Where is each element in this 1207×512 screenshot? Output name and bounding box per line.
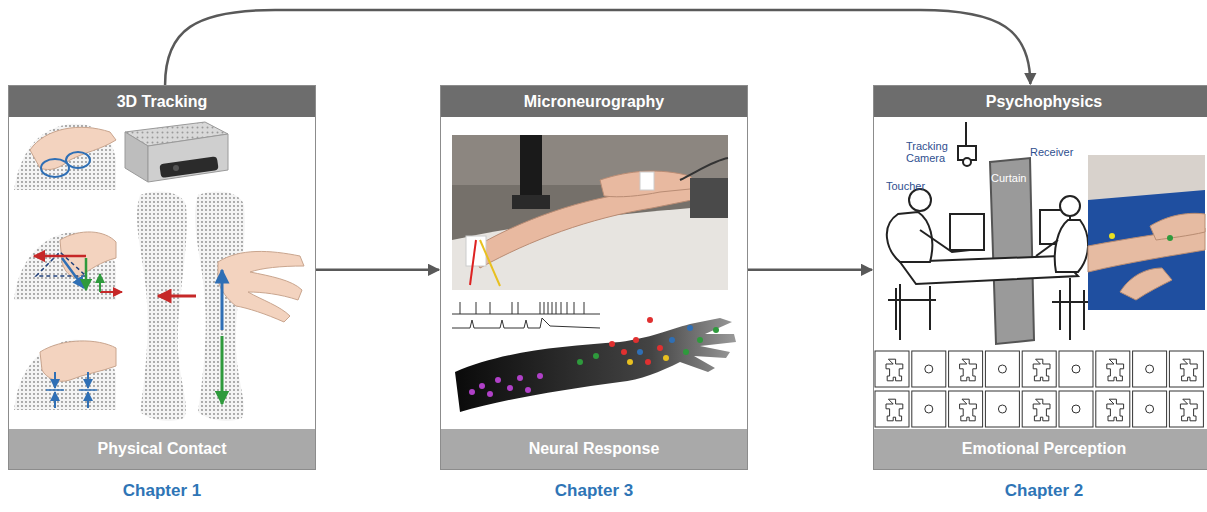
recording-photo — [452, 135, 728, 290]
stimulus-square — [1022, 391, 1056, 427]
stimulus-square — [1169, 391, 1203, 427]
panel-header: Microneurography — [441, 86, 747, 117]
stimulus-square — [912, 391, 946, 427]
stimulus-square — [1133, 391, 1167, 427]
stimulus-square — [1022, 351, 1056, 387]
circle-icon — [925, 405, 933, 413]
panel-footer: Emotional Perception — [874, 429, 1207, 469]
illustration-label: Receiver — [1030, 146, 1090, 158]
stimulus-square — [1096, 391, 1130, 427]
circle-icon — [998, 405, 1006, 413]
body-icon — [886, 399, 903, 421]
body-icon — [1033, 359, 1050, 381]
chapter-label: Chapter 2 — [874, 481, 1207, 501]
stimulus-grid — [875, 351, 1203, 427]
method-panel: 3D TrackingPhysical ContactChapter 1 — [8, 85, 316, 470]
body-icon — [1033, 399, 1050, 421]
body-icon — [960, 359, 977, 381]
depth-camera — [125, 122, 228, 182]
mesh-hand-1 — [14, 124, 116, 190]
method-panel: MicroneurographyNeural ResponseChapter 3 — [440, 85, 748, 470]
stimulus-square — [1059, 351, 1093, 387]
circle-icon — [1072, 365, 1080, 373]
stimulus-square — [1059, 391, 1093, 427]
stimulus-square — [985, 391, 1019, 427]
arm-photo — [1088, 155, 1205, 310]
panel-header: 3D Tracking — [9, 86, 315, 117]
body-icon — [960, 399, 977, 421]
illustration-label: Tracking Camera — [906, 140, 962, 164]
stimulus-square — [1096, 351, 1130, 387]
flow-arrow — [316, 269, 439, 272]
circle-icon — [1146, 365, 1154, 373]
arm-receptive-fields — [455, 317, 736, 412]
stimulus-square — [875, 351, 909, 387]
body-icon — [1180, 359, 1197, 381]
stimulus-square — [912, 351, 946, 387]
body-icon — [1107, 399, 1124, 421]
chapter-label: Chapter 3 — [441, 481, 747, 501]
mesh-hand-3 — [14, 340, 116, 410]
stimulus-square — [949, 351, 983, 387]
body-icon — [1107, 359, 1124, 381]
flow-arrow — [748, 269, 872, 272]
circle-icon — [925, 365, 933, 373]
flow-arrow — [165, 10, 1030, 85]
panel-header: Psychophysics — [874, 86, 1207, 117]
stimulus-square — [1133, 351, 1167, 387]
stimulus-square — [875, 391, 909, 427]
stimulus-square — [985, 351, 1019, 387]
illustration-label: Toucher — [886, 180, 946, 192]
illustration-label: Curtain — [991, 172, 1031, 184]
circle-icon — [998, 365, 1006, 373]
mesh-hand-2 — [14, 232, 122, 300]
setup-drawing — [887, 122, 1090, 344]
chapter-label: Chapter 1 — [9, 481, 315, 501]
circle-icon — [1072, 405, 1080, 413]
stimulus-square — [1169, 351, 1203, 387]
body-icon — [1180, 399, 1197, 421]
arm-mesh — [137, 192, 304, 421]
stimulus-square — [949, 391, 983, 427]
panel-footer: Physical Contact — [9, 429, 315, 469]
circle-icon — [1146, 405, 1154, 413]
panel-footer: Neural Response — [441, 429, 747, 469]
body-icon — [886, 359, 903, 381]
spike-trains — [452, 302, 600, 328]
